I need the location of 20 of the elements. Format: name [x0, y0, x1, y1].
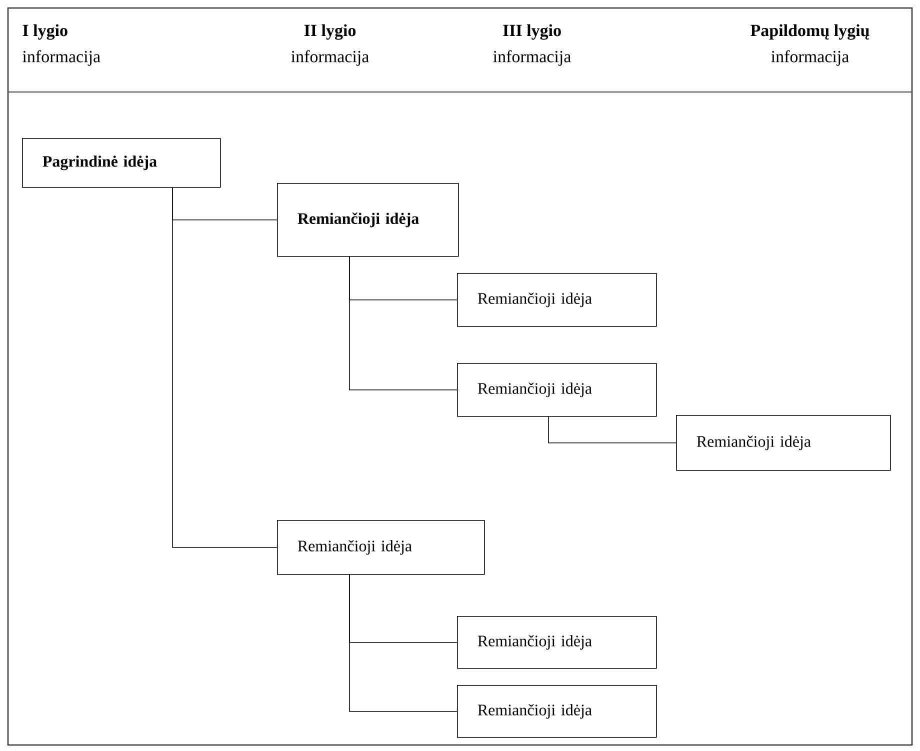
header-label: III lygio — [503, 24, 561, 40]
header-label: Papildomų lygių — [750, 24, 870, 40]
idea-box: Remiančioji idėja — [277, 183, 459, 257]
idea-box: Remiančioji idėja — [457, 616, 657, 669]
connector-line — [349, 256, 458, 390]
header-label: II lygio — [304, 24, 356, 40]
idea-box: Remiančioji idėja — [277, 520, 485, 575]
idea-box: Pagrindinė idėja — [22, 138, 221, 188]
header-label: informacija — [291, 50, 369, 66]
idea-box: Remiančioji idėja — [457, 363, 657, 417]
header-label: informacija — [22, 50, 100, 66]
header-label: I lygio — [22, 24, 68, 40]
header-label: informacija — [771, 50, 849, 66]
connector-line — [548, 416, 676, 444]
connector-line — [172, 187, 278, 548]
idea-box: Remiančioji idėja — [457, 273, 657, 327]
header-label: informacija — [493, 50, 571, 66]
connector-line — [349, 574, 458, 712]
idea-box: Remiančioji idėja — [457, 685, 657, 738]
idea-box: Remiančioji idėja — [676, 415, 891, 471]
